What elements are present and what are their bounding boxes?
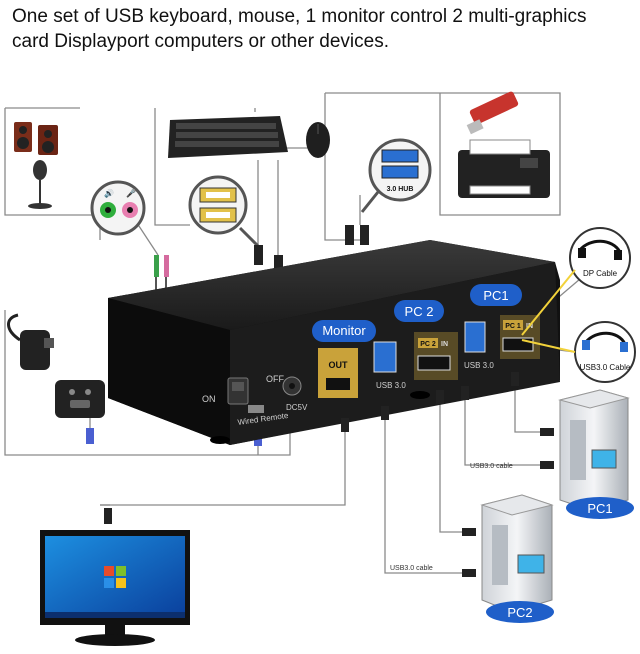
power-adapter-icon xyxy=(8,315,54,370)
usb30-cable-label: USB3.0 Cable xyxy=(580,363,631,372)
monitor-out-port xyxy=(318,348,358,398)
wired-remote-port xyxy=(248,405,264,413)
pc2-usb30-label: USB 3.0 xyxy=(376,381,406,390)
monitor-icon xyxy=(40,530,190,646)
dc5v-jack xyxy=(283,377,301,395)
hub-label: 3.0 HUB xyxy=(387,186,414,193)
printer-icon xyxy=(458,140,550,198)
usb-flash-drive-icon xyxy=(467,91,519,135)
speakers-mic-panel xyxy=(10,115,78,210)
pc2-bottom-label: PC2 xyxy=(507,605,532,620)
pc1-label-badge: PC1 xyxy=(566,497,634,519)
pc1-usb30-label: USB 3.0 xyxy=(464,361,494,370)
pc1-tower-icon xyxy=(560,390,628,510)
usb-hub-magnifier: 3.0 HUB xyxy=(362,140,430,212)
kvm-switch xyxy=(108,240,560,445)
wired-remote-switch-icon xyxy=(55,380,105,418)
pc1-in-tag: PC 1 xyxy=(505,323,521,330)
pc1-bottom-label: PC1 xyxy=(587,501,612,516)
pc2-tower-icon xyxy=(482,495,552,612)
pc1-usb-port xyxy=(465,322,485,352)
monitor-badge-label: Monitor xyxy=(322,323,366,338)
mouse-icon xyxy=(306,122,330,158)
pc2-usb-port xyxy=(374,342,396,372)
pc2-badge-label: PC 2 xyxy=(405,304,434,319)
pc1-badge-label: PC1 xyxy=(483,288,508,303)
usb-plugs-hub xyxy=(345,225,369,245)
usb-kbd-mouse-magnifier xyxy=(190,177,258,246)
dc5v-label: DC5V xyxy=(286,403,308,412)
dp-cable-callout: DP Cable xyxy=(570,228,630,288)
out-label: OUT xyxy=(329,360,349,370)
svg-text:🎤: 🎤 xyxy=(126,188,136,198)
on-label: ON xyxy=(202,394,216,404)
pc2-in-tag: PC 2 xyxy=(420,341,436,348)
keyboard-icon xyxy=(168,116,288,158)
usb30-cable-callout: USB3.0 Cable xyxy=(575,322,635,382)
pc2-label-badge: PC2 xyxy=(486,601,554,623)
dp-cable-label: DP Cable xyxy=(583,269,618,278)
off-label: OFF xyxy=(266,374,284,384)
audio-jack-magnifier: 🔊 🎤 xyxy=(92,182,144,234)
pc2-in-suffix: IN xyxy=(441,341,448,348)
pc2-cable-label: USB3.0 cable xyxy=(390,565,433,572)
svg-text:🔊: 🔊 xyxy=(104,188,114,198)
audio-plugs xyxy=(154,255,169,292)
pc1-cable-label: USB3.0 cable xyxy=(470,463,513,470)
power-rocker-switch xyxy=(228,378,248,404)
